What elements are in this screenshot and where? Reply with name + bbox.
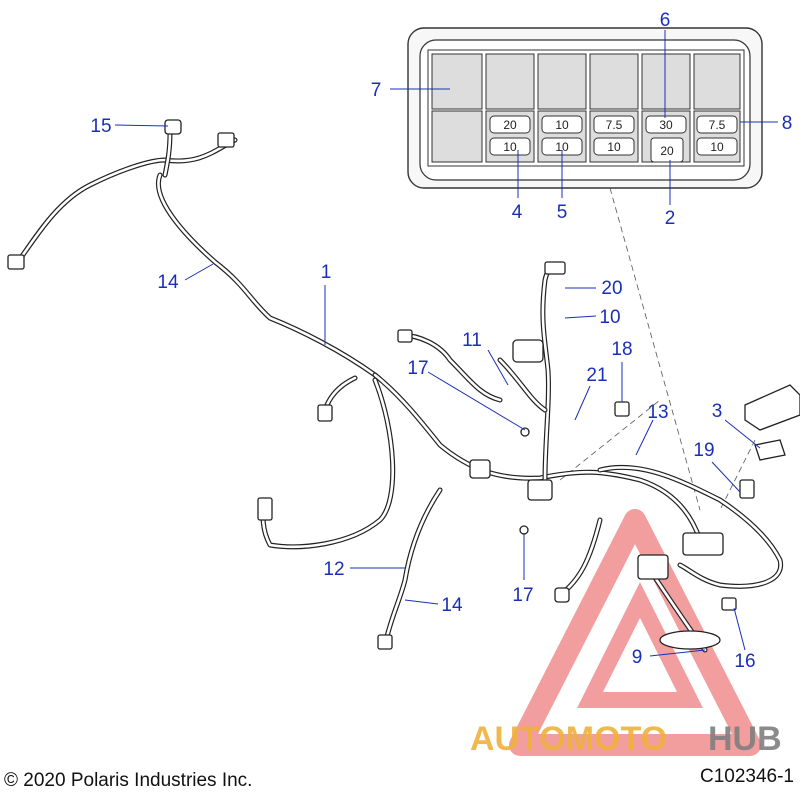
callout-11: 11 [462,330,482,351]
callout-9: 9 [632,647,643,668]
fuse-bottom-3: 10 [607,140,621,154]
callout-labels: 7 6 8 4 5 2 15 14 1 20 10 11 17 21 18 13… [90,10,792,672]
fuse-top-4: 30 [659,118,673,132]
projection-line [559,399,661,481]
callout-13: 13 [647,402,668,423]
fuse-box-detail: 20 10 7.5 30 7.5 10 10 10 20 10 [407,27,763,189]
callout-18: 18 [611,339,632,360]
callout-4: 4 [512,202,523,223]
callout-14-lower: 14 [441,595,463,616]
callout-3: 3 [712,401,723,422]
fuse-top-3: 7.5 [606,118,623,132]
fuse-box-cover [744,384,800,431]
fuse-bottom-1: 10 [503,140,517,154]
callout-5: 5 [557,202,568,223]
callout-10: 10 [599,307,620,328]
callout-14-upper: 14 [157,272,179,293]
leader-lines [114,30,778,657]
connector-18 [614,401,630,417]
fuse-top-2: 10 [555,118,569,132]
figure-id: C102346-1 [699,766,794,787]
relay-slot-7 [431,53,483,110]
watermark-part-b: HUB [708,720,782,758]
callout-20: 20 [601,278,622,299]
callout-17-lower: 17 [512,585,533,606]
callout-12: 12 [323,559,344,580]
watermark-text: AUTOMOTO HUB [470,720,782,758]
callout-15: 15 [90,116,111,137]
callout-19: 19 [693,440,714,461]
callout-6: 6 [660,10,671,31]
fuse-top-5: 7.5 [709,118,726,132]
callout-1: 1 [321,262,332,283]
projection-line-2 [719,439,756,511]
callout-7: 7 [371,80,382,101]
callout-21: 21 [586,365,607,386]
callout-8: 8 [782,113,793,134]
copyright-text: © 2020 Polaris Industries Inc. [4,770,253,791]
detail-projection-line [609,187,701,511]
connector-16 [721,597,737,611]
fuse-set [754,439,786,461]
watermark-part-a: AUTOMOTO [470,720,667,758]
connectors [7,119,800,650]
fuse-box-body [682,532,724,556]
callout-17-upper: 17 [407,358,428,379]
fuse-bottom-4: 20 [660,144,674,158]
ground-strap [659,630,721,650]
fuse-bottom-2: 10 [555,140,569,154]
callout-2: 2 [665,208,676,229]
callout-16: 16 [734,651,755,672]
connector-15 [164,119,182,135]
fuse-top-1: 20 [503,118,517,132]
fuse-bottom-5: 10 [710,140,724,154]
